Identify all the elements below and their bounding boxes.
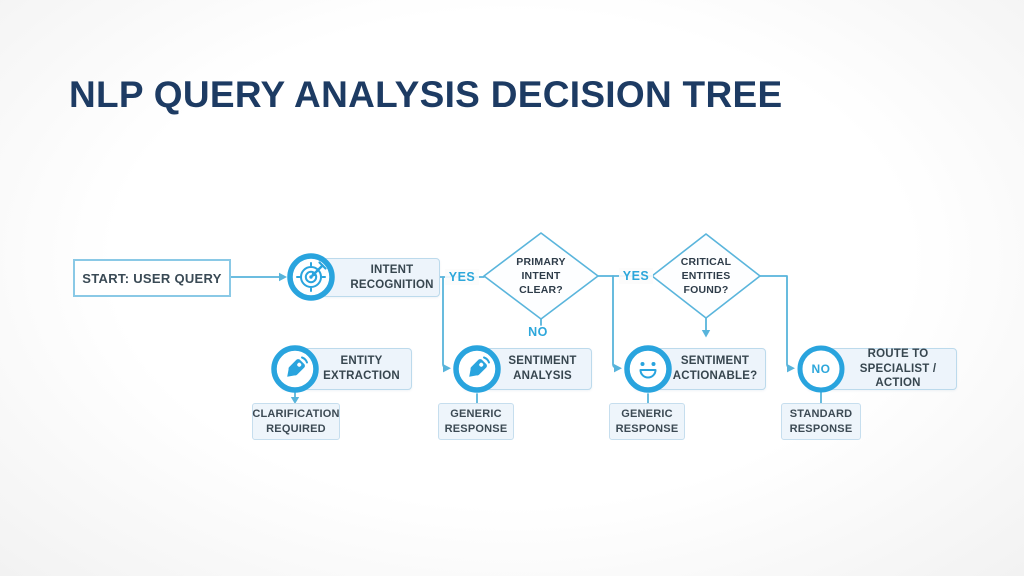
no-badge-label: NO [811,362,831,376]
edge-label-no-1: NO [528,325,548,339]
generic-response-node-1: GENERIC RESPONSE [438,403,514,440]
generic-response-node-2: GENERIC RESPONSE [609,403,685,440]
decision-label-critical-entities: CRITICAL ENTITIES FOUND? [680,255,732,297]
intent-recognition-node: INTENT RECOGNITION [322,258,440,297]
standard-response-node: STANDARD RESPONSE [781,403,861,440]
edge-drop-to-sentiment-analysis [442,276,449,369]
edge-drop-to-sentiment-actionable [612,275,619,369]
decision-label-primary-intent: PRIMARY INTENT CLEAR? [516,255,566,297]
edge-label-yes-2: YES [619,268,653,284]
start-node: START: USER QUERY [73,259,231,297]
sentiment-actionable-node: SENTIMENT ACTIONABLE? [634,348,766,390]
sentiment-analysis-node: SENTIMENT ANALYSIS [463,348,592,390]
edge-label-yes-1: YES [445,269,479,285]
page-title: NLP QUERY ANALYSIS DECISION TREE [69,74,783,115]
entity-extraction-node: ENTITY EXTRACTION [281,348,412,390]
clarification-required-node: CLARIFICATION REQUIRED [252,403,340,440]
